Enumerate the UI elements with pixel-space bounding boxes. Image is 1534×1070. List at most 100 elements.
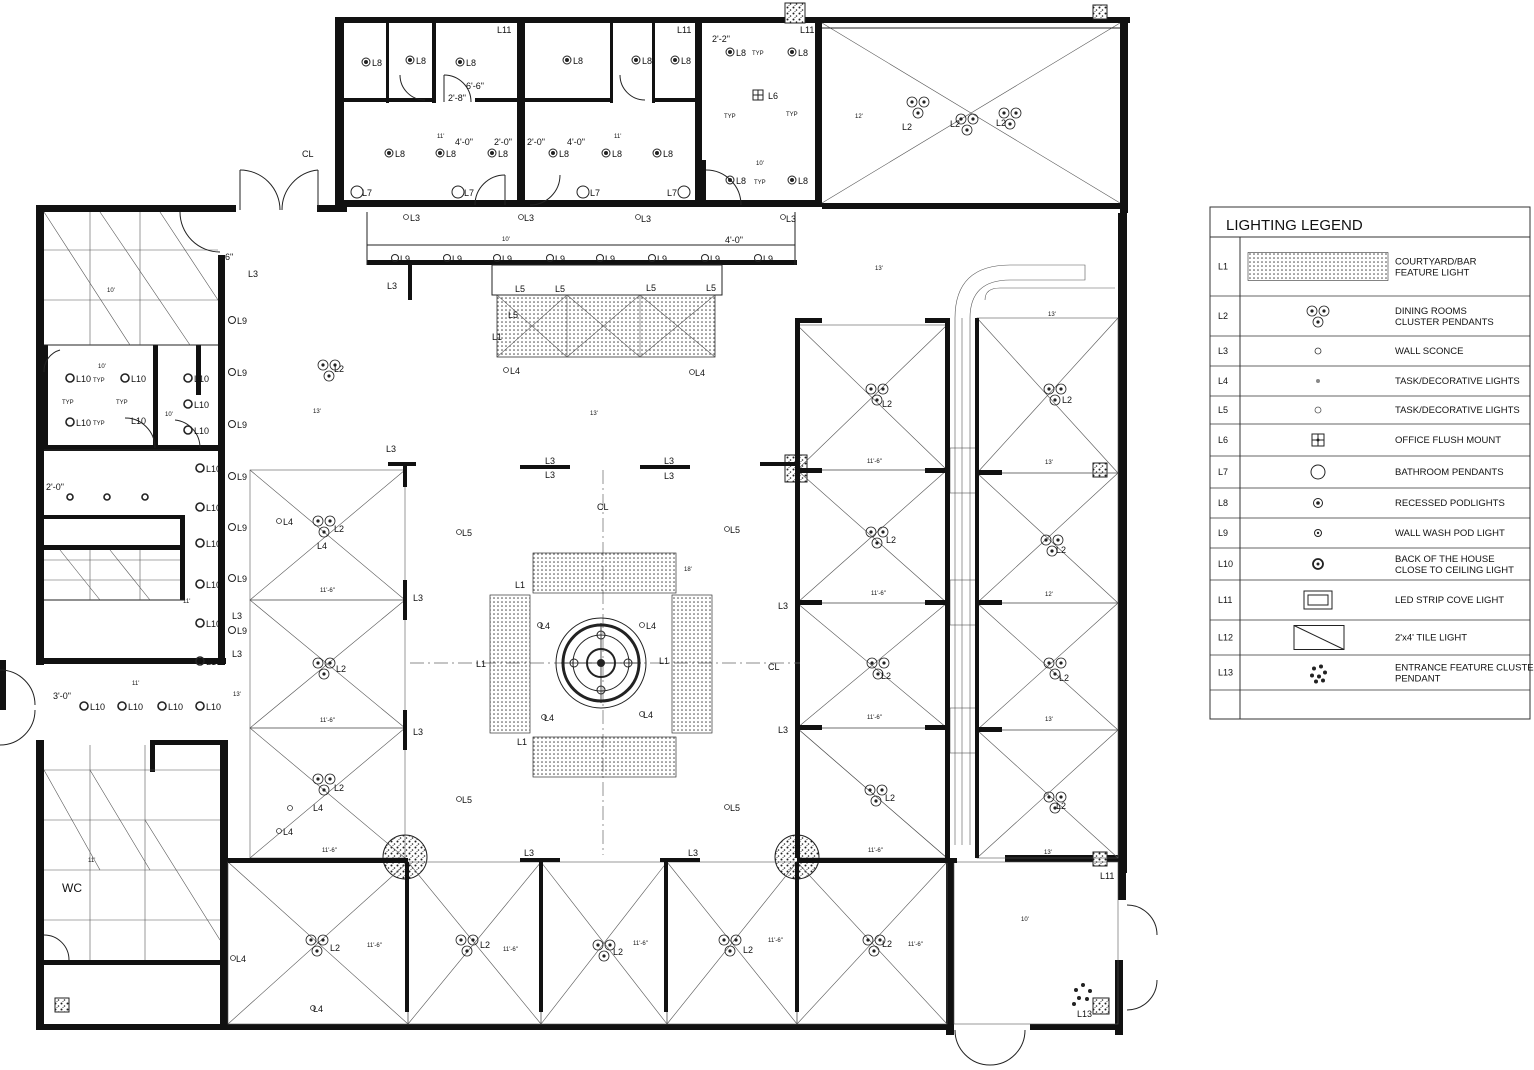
fixture-tag-l3: L3	[664, 471, 674, 481]
fixture-tag-l2: L2	[1062, 395, 1072, 405]
legend-description: WALL WASH POD LIGHT	[1395, 528, 1505, 539]
doors	[0, 74, 1158, 1066]
dimension-label: 3'-0"	[53, 691, 71, 701]
dimension-label: 4'-0"	[567, 137, 585, 147]
fixture-tag-l9: L9	[237, 316, 247, 326]
exterior-walls	[0, 17, 1130, 1035]
fixture-tag-l8: L8	[681, 56, 691, 66]
fixture-tag-l9: L9	[555, 254, 565, 264]
fixture-tag-l11: L11	[497, 25, 511, 35]
fixture-tag-l8: L8	[798, 48, 808, 58]
wall-sconce-icon	[1314, 347, 1322, 355]
typical-note: TYP	[752, 51, 764, 57]
fixture-tag-l2: L2	[613, 947, 623, 957]
ceiling-height-tag: 10'	[1021, 917, 1029, 923]
fixture-tag-l2: L2	[743, 945, 753, 955]
bold-ring-icon	[1312, 558, 1324, 570]
fixture-tag-l13: L13	[1077, 1009, 1092, 1019]
fixture-tag-l10: L10	[206, 657, 221, 667]
legend-description-line2: FEATURE LIGHT	[1395, 268, 1469, 279]
fixture-tag-l2: L2	[882, 939, 892, 949]
legend-description-line2: CLOSE TO CEILING LIGHT	[1395, 565, 1514, 576]
fixture-tag-l4: L4	[236, 954, 246, 964]
fixture-tag-l10: L10	[194, 426, 209, 436]
plan-labels: WC CL CL CL 10' 10' 11' 11' 10' 12' 13' …	[46, 25, 1114, 1019]
ceiling-height-tag: 12'	[1045, 592, 1053, 598]
ceiling-height-tag: 11'-6"	[868, 848, 883, 854]
typical-note: TYP	[786, 112, 798, 118]
fixture-tag-l10: L10	[168, 702, 183, 712]
ceiling-height-tag: 13'	[1048, 312, 1056, 318]
fixture-tag-l7: L7	[590, 188, 600, 198]
fixture-tag-l2: L2	[334, 524, 344, 534]
ceiling-height-tag: 11'-6"	[867, 459, 882, 465]
ceiling-height-tag: 11'	[183, 599, 190, 605]
fixture-tag-l9: L9	[237, 420, 247, 430]
fixture-tag-l6: L6	[768, 91, 778, 101]
cove-rectangle-icon	[1303, 590, 1333, 610]
fixture-tag-l4: L4	[544, 713, 554, 723]
fixture-tag-l5: L5	[462, 528, 472, 538]
fixture-tag-l8: L8	[559, 149, 569, 159]
fixture-tag-l10: L10	[90, 702, 105, 712]
fixture-tag-l1: L1	[517, 737, 527, 747]
legend-code: L12	[1218, 633, 1233, 643]
ceiling-height-tag: 13'	[1044, 850, 1052, 856]
fixture-tag-l10: L10	[128, 702, 143, 712]
fixture-tag-l7: L7	[667, 188, 677, 198]
ceiling-height-tag: 13'	[875, 266, 883, 272]
fixture-tag-l10: L10	[206, 702, 221, 712]
flush-mount-icon	[1311, 433, 1325, 447]
fixture-tag-l2: L2	[882, 399, 892, 409]
ne-room	[821, 22, 1121, 204]
fixture-tag-l4: L4	[646, 621, 656, 631]
fixture-tag-l10: L10	[206, 464, 221, 474]
ceiling-height-tag: 11'-6"	[908, 942, 923, 948]
fixture-tag-l10: L10	[194, 374, 209, 384]
fixture-tag-l9: L9	[657, 254, 667, 264]
ceiling-height-tag: 11'-6"	[367, 943, 382, 949]
legend-description: BACK OF THE HOUSE	[1395, 554, 1495, 565]
fixture-tag-l10: L10	[206, 619, 221, 629]
fixture-tag-l2: L2	[334, 364, 344, 374]
fixture-tag-l5: L5	[515, 284, 525, 294]
dimension-label: 6'-6"	[466, 81, 484, 91]
legend-code: L5	[1218, 405, 1228, 415]
ceiling-height-tag: 11'	[614, 134, 621, 140]
fixture-tag-l5: L5	[706, 283, 716, 293]
legend-code: L11	[1218, 595, 1232, 605]
fixture-tag-l3: L3	[545, 456, 555, 466]
fixture-tag-l10: L10	[206, 580, 221, 590]
ceiling-height-tag: 13'	[1045, 717, 1053, 723]
courtyard-feature	[410, 294, 800, 855]
entrance-cluster-icon	[1310, 664, 1327, 684]
fixture-tag-l8: L8	[573, 56, 583, 66]
fixture-tag-l3: L3	[232, 611, 242, 621]
legend-description: OFFICE FLUSH MOUNT	[1395, 435, 1501, 446]
ceiling-height-tag: 11'-6"	[503, 947, 518, 953]
dimension-label: 2'-0"	[494, 137, 512, 147]
legend-code: L1	[1218, 262, 1228, 272]
fixture-tag-l2: L2	[902, 122, 912, 132]
boh-rooms	[44, 344, 222, 965]
room-label-wc: WC	[62, 881, 82, 895]
fixture-tag-l1: L1	[476, 659, 486, 669]
fixture-tag-l3: L3	[545, 470, 555, 480]
fixture-tag-l8: L8	[446, 149, 456, 159]
fixture-tag-l4: L4	[313, 803, 323, 813]
fixture-tag-l5: L5	[462, 795, 472, 805]
double-circle-icon	[1313, 498, 1323, 508]
fixture-tag-l2: L2	[330, 943, 340, 953]
restroom-walls	[344, 23, 706, 205]
fixture-tag-l9: L9	[237, 626, 247, 636]
fixture-tag-l3: L3	[386, 444, 396, 454]
typical-note: TYP	[724, 114, 736, 120]
legend-code: L4	[1218, 376, 1228, 386]
dimension-label: 2'-2"	[712, 34, 730, 44]
fixture-tag-l4: L4	[283, 827, 293, 837]
